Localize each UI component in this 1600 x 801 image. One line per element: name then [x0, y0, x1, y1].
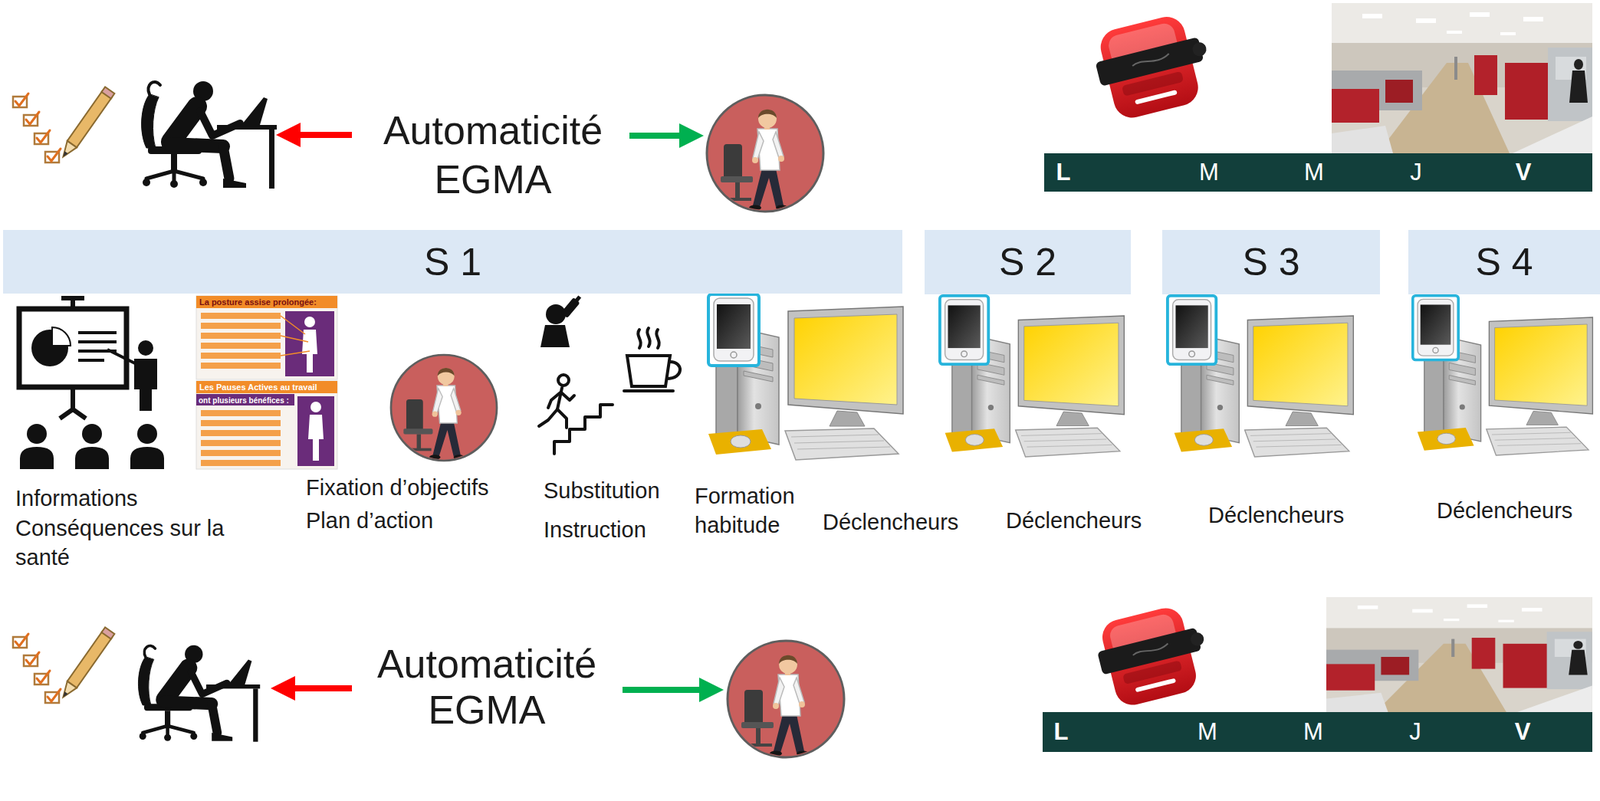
- step-label: Formation habitude: [694, 481, 818, 540]
- weekday-letter: M: [1199, 153, 1219, 192]
- weekday-letter: M: [1197, 712, 1218, 753]
- weekday-letter: L: [1056, 153, 1072, 192]
- weekday-letter: V: [1514, 712, 1532, 753]
- step-label: Plan d’action: [305, 506, 434, 535]
- session-title: S 2: [998, 239, 1057, 286]
- session-band: S 2: [924, 229, 1131, 295]
- trigger-label: Déclencheurs: [1436, 496, 1573, 525]
- weekday-letter: V: [1515, 153, 1532, 192]
- step-label: Conséquences sur la santé: [15, 513, 246, 572]
- weekday-letter: M: [1304, 153, 1325, 192]
- trigger-label: Déclencheurs: [1208, 501, 1344, 529]
- weekday-letter: L: [1054, 712, 1069, 753]
- session-band: S 3: [1162, 229, 1380, 295]
- step-label: Fixation d’objectifs: [305, 473, 490, 502]
- step-label: Substitution: [543, 476, 661, 505]
- session-band: S 1: [3, 229, 903, 294]
- poster-heading: Les Pauses Actives au travail: [199, 381, 336, 394]
- weekday-bar: LMMJV: [1042, 712, 1593, 753]
- trigger-label: Déclencheurs: [822, 508, 959, 536]
- weekday-letter: J: [1409, 153, 1423, 192]
- step-label: Instruction: [543, 515, 647, 544]
- measure-label: Automaticité EGMA: [364, 640, 610, 733]
- session-title: S 3: [1241, 239, 1300, 286]
- measure-label: Automaticité EGMA: [370, 105, 616, 204]
- session-band: S 4: [1408, 229, 1600, 295]
- trigger-label: Déclencheurs: [1005, 506, 1142, 535]
- weekday-letter: J: [1409, 712, 1422, 753]
- step-label: Informations: [15, 484, 138, 513]
- session-title: S 4: [1475, 239, 1533, 286]
- weekday-bar: LMMJV: [1044, 153, 1593, 192]
- poster-heading: La posture assise prolongée:: [199, 295, 336, 309]
- session-title: S 1: [423, 239, 482, 286]
- weekday-letter: M: [1303, 712, 1324, 753]
- poster-subheading: ont plusieurs bénéfices :: [198, 396, 296, 406]
